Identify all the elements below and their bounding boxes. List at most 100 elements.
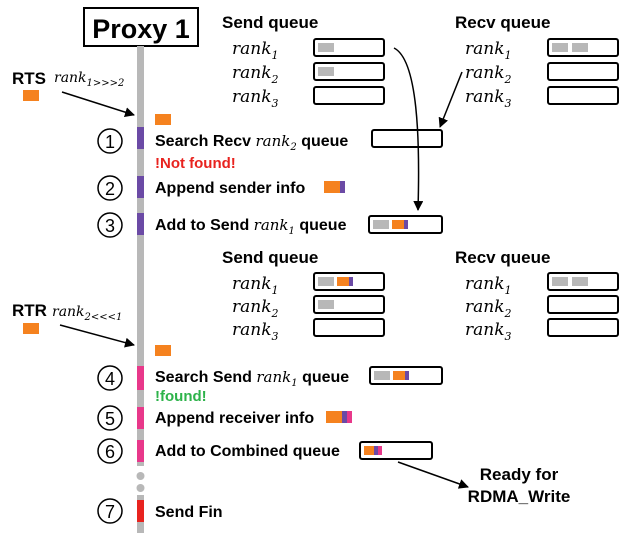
step-7: 7 Send Fin	[97, 498, 223, 524]
queue-entry	[552, 277, 568, 286]
found-note: !found!	[155, 388, 207, 405]
step-number: 7	[105, 502, 115, 522]
step-number-circle	[97, 365, 123, 391]
svg-text:rank2: rank2	[232, 297, 279, 320]
recv-queue-box	[547, 295, 619, 314]
step-number-circle	[97, 175, 123, 201]
rank-label: rank1	[232, 274, 279, 297]
rank-label: rank1	[465, 39, 512, 62]
step-6: 6 Add to Combined queue	[97, 438, 433, 464]
rtr-packet	[23, 323, 39, 334]
step-text: Search Recv rank2 queue	[155, 132, 348, 153]
queue-entry	[364, 446, 374, 455]
svg-text:rank2: rank2	[465, 297, 512, 320]
sender-info-packet	[324, 181, 340, 193]
ready-line-2: RDMA_Write	[468, 487, 571, 506]
step-text: Search Send rank1 queue	[155, 368, 349, 389]
timeline-dot	[136, 472, 145, 480]
queue-entry	[318, 67, 334, 76]
svg-text:rank3: rank3	[232, 320, 279, 343]
step-number-circle	[97, 212, 123, 238]
queue-entry	[404, 220, 408, 229]
rtr-arrow	[59, 324, 135, 348]
rts-arrow	[61, 91, 135, 118]
queue-group-2: Send queue Recv queue rank1 rank2 rank3 …	[222, 248, 619, 343]
rank-label: rank2	[232, 297, 279, 320]
rank-label: rank1	[465, 274, 512, 297]
rts-message: RTS rank1>>>2	[12, 69, 171, 125]
queue-entry	[392, 220, 404, 229]
queue-entry	[572, 43, 588, 52]
queue-entry	[552, 43, 568, 52]
rts-label: RTS	[12, 69, 46, 88]
rtr-packet-arrived	[155, 345, 171, 356]
queue-entry	[572, 277, 588, 286]
rank-label: rank2	[232, 63, 279, 86]
queue-entry	[405, 371, 409, 380]
svg-text:rank1: rank1	[232, 274, 279, 297]
svg-text:rank3: rank3	[232, 87, 279, 110]
queue-entry	[318, 300, 334, 309]
step-3: 3 Add to Send rank1 queue	[97, 212, 443, 238]
queue-group-1: Send queue Recv queue rank1 rank2 rank3 …	[222, 13, 619, 110]
step-number: 2	[105, 179, 115, 199]
queue-entry	[337, 277, 349, 286]
ready-label: Ready for RDMA_Write	[468, 465, 571, 506]
step-1: 1 Search Recv rank2 queue !Not found!	[97, 128, 443, 172]
step-1-marker	[137, 127, 144, 149]
sender-info-tag	[342, 411, 347, 423]
step-5-marker	[137, 407, 144, 429]
receiver-info-tag	[347, 411, 352, 423]
step-number-circle	[97, 498, 123, 524]
rdma-arrow	[397, 461, 469, 489]
svg-text:rank2: rank2	[465, 63, 512, 86]
svg-text:rank1: rank1	[465, 274, 512, 297]
send-queue-label: Send queue	[222, 13, 318, 32]
queue-entry	[349, 277, 353, 286]
receiver-info-packet	[326, 411, 342, 423]
queue-entry	[393, 371, 405, 380]
step-2-marker	[137, 176, 144, 198]
svg-text:rank3: rank3	[465, 320, 512, 343]
rts-packet	[23, 90, 39, 101]
step-number: 5	[105, 409, 115, 429]
recv-queue-arrow	[438, 71, 463, 128]
step-4: 4 Search Send rank1 queue !found!	[97, 365, 443, 405]
rank-label: rank3	[465, 320, 512, 343]
ready-line-1: Ready for	[480, 465, 559, 484]
send-queue-box	[313, 86, 385, 105]
step-text: Add to Send rank1 queue	[155, 216, 347, 237]
send-queue-box	[313, 318, 385, 337]
step-text: Append sender info	[155, 180, 305, 197]
step-4-marker	[137, 366, 144, 390]
step-number: 6	[105, 442, 115, 462]
step-number-circle	[97, 438, 123, 464]
step-5: 5 Append receiver info	[97, 405, 352, 431]
queue-entry	[318, 277, 334, 286]
rank-label: rank2	[465, 63, 512, 86]
step-number: 3	[105, 216, 115, 236]
queue-entry	[374, 371, 390, 380]
page-title: Proxy 1	[92, 14, 190, 44]
send-queue-arrow	[393, 47, 424, 211]
recv-queue-box	[547, 62, 619, 81]
timeline-dot	[136, 484, 145, 492]
rank-label: rank3	[232, 87, 279, 110]
sender-info-tag	[340, 181, 345, 193]
not-found-note: !Not found!	[155, 155, 236, 172]
rts-packet-arrived	[155, 114, 171, 125]
step-text: Add to Combined queue	[155, 443, 340, 460]
rank-label: rank3	[465, 87, 512, 110]
rank-label: rank3	[232, 320, 279, 343]
step-3-marker	[137, 213, 144, 235]
rtr-message: RTR rank2<<<1	[12, 301, 171, 356]
send-queue-label: Send queue	[222, 248, 318, 267]
step-text: Append receiver info	[155, 410, 314, 427]
step-2: 2 Append sender info	[97, 175, 345, 201]
queue-entry	[374, 446, 378, 455]
svg-text:rank1: rank1	[465, 39, 512, 62]
step-number-circle	[97, 128, 123, 154]
rtr-label: RTR	[12, 301, 47, 320]
rtr-math: rank2<<<1	[52, 304, 122, 323]
step-text: Send Fin	[155, 504, 223, 521]
